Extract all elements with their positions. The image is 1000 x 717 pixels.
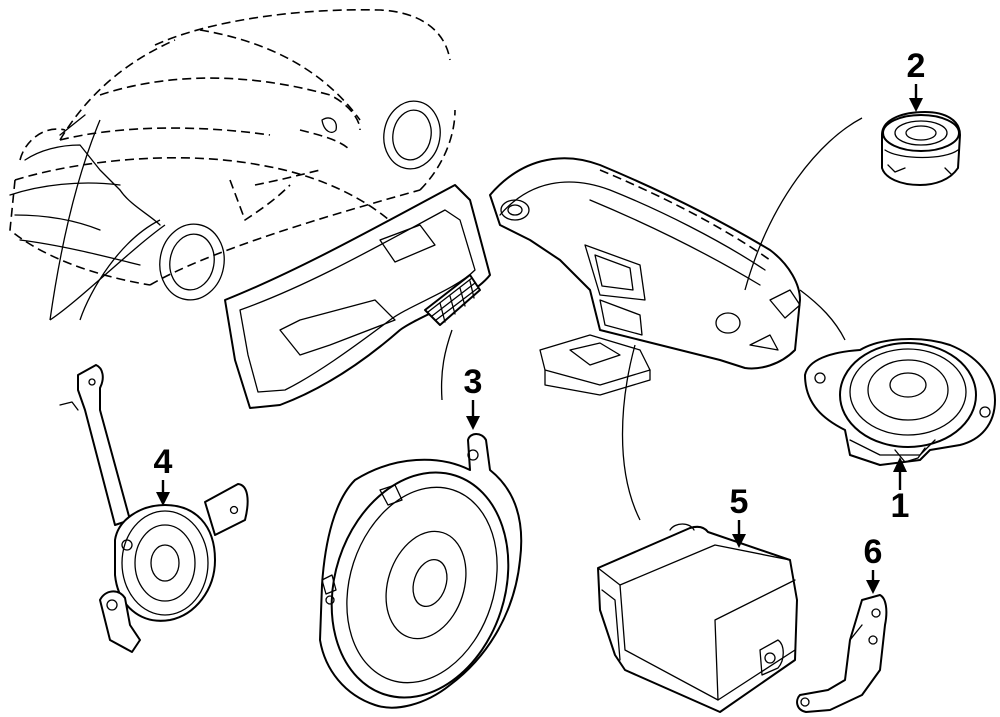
part-2-tweeter	[881, 111, 961, 186]
callout-label-3: 3	[464, 363, 483, 401]
callout-label-4: 4	[154, 443, 173, 481]
part-1-speaker	[804, 337, 996, 466]
car-outline	[9, 8, 456, 321]
callout-label-2: 2	[907, 47, 926, 85]
part-3-speaker	[319, 433, 523, 709]
dashboard	[489, 117, 863, 521]
callout-3: 3	[464, 363, 483, 430]
callout-label-1: 1	[891, 487, 910, 525]
part-4-tweeter-bracket	[59, 364, 249, 653]
part-5-module	[597, 523, 798, 713]
callout-6: 6	[864, 533, 883, 594]
callout-5: 5	[730, 483, 749, 548]
callout-2: 2	[907, 47, 926, 112]
callout-4: 4	[154, 443, 173, 506]
door-trim-panel	[224, 184, 491, 409]
callout-label-6: 6	[864, 533, 883, 571]
part-6-bracket	[796, 594, 888, 713]
callout-label-5: 5	[730, 483, 749, 521]
callout-1: 1	[891, 457, 910, 525]
